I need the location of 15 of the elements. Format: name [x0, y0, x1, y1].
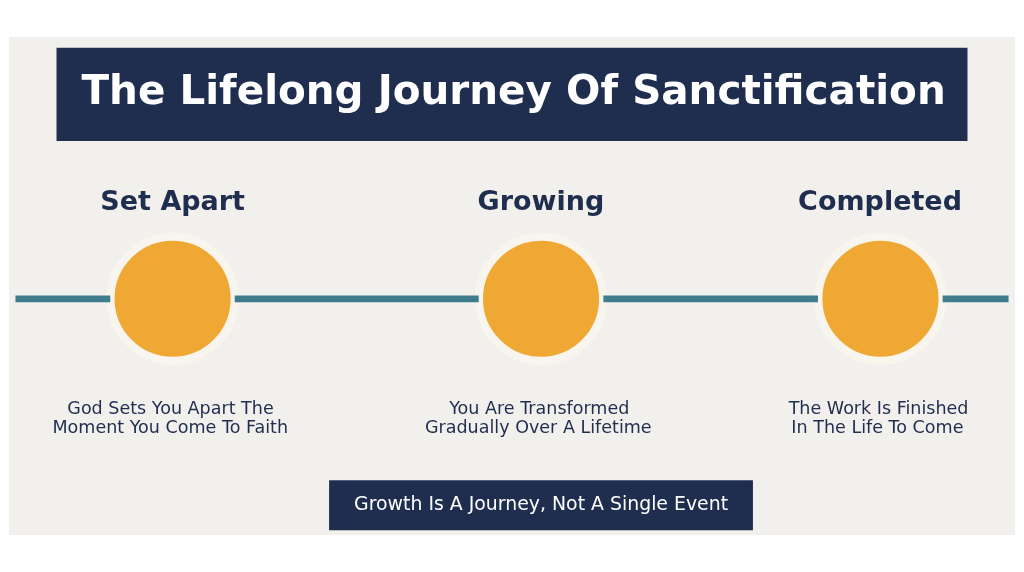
connector	[234, 295, 479, 303]
diagram-title: The Lifelong Journey Of Sanctification	[81, 65, 946, 114]
connector	[603, 295, 818, 303]
node-circle	[474, 232, 608, 365]
node-label: You Are Transformed Gradually Over A Lifetime	[424, 398, 652, 437]
node-label: Completed	[798, 184, 962, 216]
node-label: Growing	[477, 184, 605, 216]
connector	[15, 295, 111, 303]
connector	[942, 295, 1009, 303]
node-box: Growth Is A Journey, Not A Single Event	[329, 480, 753, 531]
node-circle	[814, 232, 947, 365]
node-label: God Sets You Apart The Moment You Come To Faith	[52, 398, 289, 437]
node-circle	[106, 232, 239, 365]
node-label: The Work Is Finished In The Life To Come	[788, 398, 969, 437]
node-label: Set Apart	[100, 184, 246, 216]
